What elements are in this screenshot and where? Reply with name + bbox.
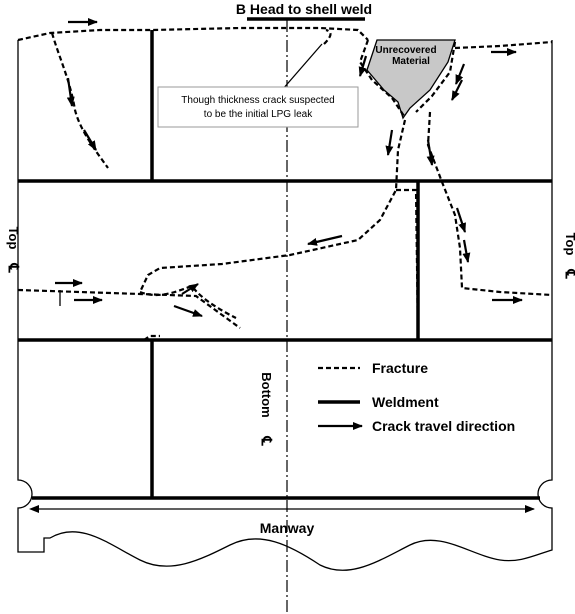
unrecovered-material xyxy=(366,39,456,120)
unrecovered-label-2: Material xyxy=(392,56,430,67)
crack-arrow xyxy=(385,129,394,156)
legend-fracture-label: Fracture xyxy=(372,360,428,376)
top-right-label: Top ℄ xyxy=(563,233,575,280)
fracture-main-diagonal xyxy=(139,119,407,293)
crack-arrow xyxy=(451,79,463,101)
crack-arrow xyxy=(462,239,471,263)
top-right-text: Top xyxy=(563,233,575,256)
fracture-small-bottom xyxy=(143,334,160,341)
crack-arrow xyxy=(426,139,435,166)
fracture-vertical-right xyxy=(396,188,420,341)
callout-leader xyxy=(281,43,323,91)
diagram-title: B Head to shell weld xyxy=(236,1,372,17)
crack-arrow xyxy=(173,304,203,318)
crack-arrow xyxy=(66,77,75,107)
fracture-top-right xyxy=(454,40,553,50)
unrecovered-label-1: Unrecovered xyxy=(375,45,436,56)
top-left-text: Top xyxy=(6,227,21,250)
callout-text-2: to be the initial LPG leak xyxy=(204,109,313,120)
top-right-centerline-icon: ℄ xyxy=(563,269,575,280)
crack-arrow xyxy=(455,207,467,233)
manway-label: Manway xyxy=(260,520,315,536)
legend: Fracture Weldment Crack travel direction xyxy=(318,360,515,434)
fracture-right-branch xyxy=(426,111,553,297)
callout-box xyxy=(157,86,359,128)
crack-arrow xyxy=(454,63,466,85)
crack-arrow xyxy=(181,283,199,295)
top-left-label: Top ℄ xyxy=(6,227,22,274)
crack-arrow xyxy=(307,234,343,246)
fracture-small-hook xyxy=(323,28,332,45)
bottom-centerline-icon: ℄ xyxy=(259,436,275,447)
callout-text-1: Though thickness crack suspected xyxy=(181,95,334,106)
fracture-top-left-drop xyxy=(50,32,109,169)
fracture-top-edge xyxy=(17,26,369,42)
crack-arrow xyxy=(358,55,368,77)
legend-weldment-label: Weldment xyxy=(372,394,439,410)
fracture-left-horizontal xyxy=(17,288,241,329)
crack-arrow xyxy=(83,129,97,151)
shell-outline xyxy=(17,40,553,571)
bottom-label: Bottom ℄ xyxy=(259,372,275,446)
legend-crack-direction-label: Crack travel direction xyxy=(372,418,515,434)
top-left-centerline-icon: ℄ xyxy=(6,263,22,274)
bottom-text: Bottom xyxy=(259,372,274,418)
fracture-left-branch xyxy=(139,284,237,319)
